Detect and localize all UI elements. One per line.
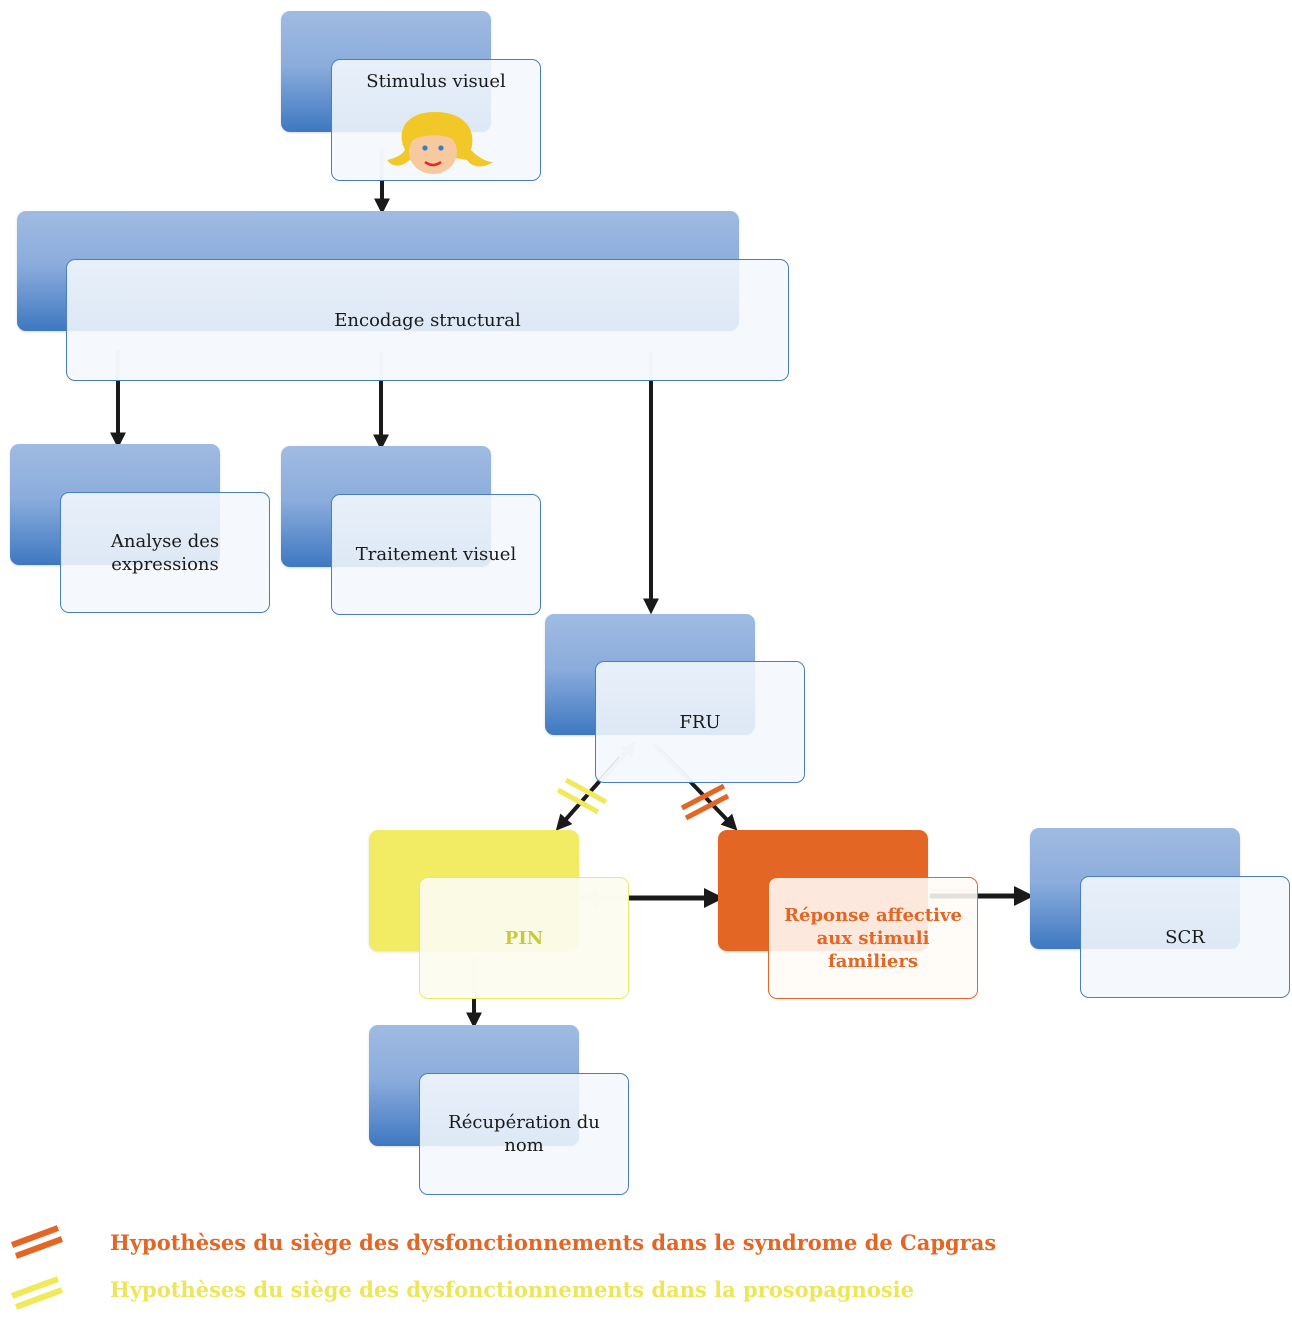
reponse-label: Réponse affective aux stimuli familiers	[784, 904, 962, 972]
face-icon	[387, 112, 493, 174]
recuperation-label: Récupération du nom	[448, 1112, 600, 1156]
legend-prosopagnosie: Hypothèses du siège des dysfonctionnemen…	[110, 1277, 914, 1302]
legend-capgras: Hypothèses du siège des dysfonctionnemen…	[110, 1230, 997, 1255]
fru-label: FRU	[679, 711, 721, 733]
traitement-label: Traitement visuel	[355, 544, 517, 565]
pin-label: PIN	[504, 927, 544, 949]
legend-prosopagnosie-mark	[10, 1276, 64, 1310]
analyse-label: Analyse des expressions	[110, 530, 220, 575]
encodage-label: Encodage structural	[334, 309, 521, 331]
legend-capgras-mark	[10, 1225, 64, 1259]
scr-label: SCR	[1165, 926, 1205, 948]
stimulus-label: Stimulus visuel	[366, 71, 506, 92]
prosopagnosie-break-mark	[556, 777, 608, 815]
capgras-break-mark	[680, 783, 730, 821]
